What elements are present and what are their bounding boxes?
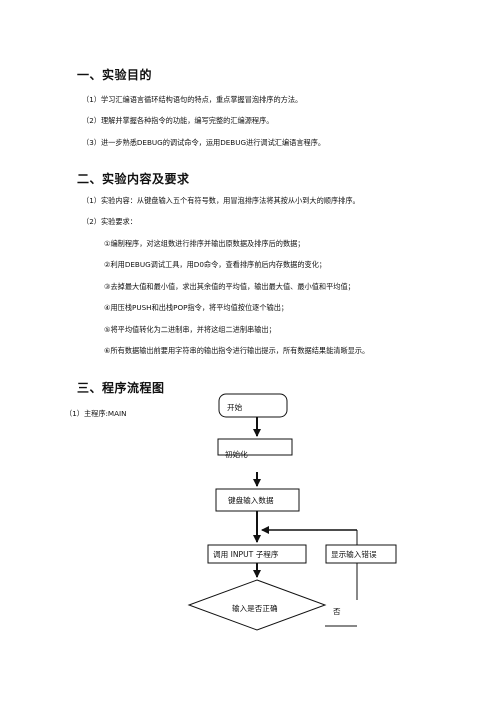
requirement-item-6: ⑥所有数据输出前要用字符串的输出指令进行输出提示，所有数据结果能清晰显示。 bbox=[104, 346, 370, 355]
init-label: 初始化 bbox=[225, 449, 248, 459]
requirement-item-2: ②利用DEBUG调试工具，用D0命令，查看排序前后内存数据的变化； bbox=[104, 260, 327, 269]
section1-heading: 一、实验目的 bbox=[77, 68, 153, 82]
show-error-box bbox=[325, 544, 397, 564]
keyboard-input-label: 键盘输入数据 bbox=[228, 495, 274, 505]
start-terminal bbox=[218, 393, 288, 418]
call-input-label: 调用 INPUT 子程序 bbox=[213, 549, 279, 559]
no-label: 否 bbox=[333, 607, 341, 616]
section3-heading: 三、程序流程图 bbox=[77, 381, 165, 395]
requirements-label: （2）实验要求： bbox=[82, 217, 137, 226]
objective-item-1: （1）学习汇编语言循环结构语句的特点，重点掌握冒泡排序的方法。 bbox=[82, 95, 303, 104]
section2-heading: 二、实验内容及要求 bbox=[77, 172, 190, 186]
main-program-label: （1）主程序:MAIN bbox=[65, 409, 127, 418]
requirement-item-3: ③去掉最大值和最小值，求出其余值的平均值，输出最大值、最小值和平均值； bbox=[104, 282, 355, 291]
objective-item-3: （3）进一步熟悉DEBUG的调试命令，运用DEBUG进行调试汇编语言程序。 bbox=[82, 138, 326, 147]
content-paragraph: （1）实验内容：从键盘输入五个有符号数，用冒泡排序法将其按从小到大的顺序排序。 bbox=[82, 196, 360, 205]
requirement-item-4: ④用压栈PUSH和出栈POP指令，将平均值按位逐个输出； bbox=[104, 303, 289, 312]
requirement-item-1: ①编制程序，对这组数进行排序并输出原数据及排序后的数据； bbox=[104, 239, 305, 248]
decision-label: 输入是否正确 bbox=[232, 603, 278, 613]
requirement-item-5: ⑤将平均值转化为二进制串，并将这组二进制串输出； bbox=[104, 325, 276, 334]
objective-item-2: （2）理解并掌握各种指令的功能，编写完整的汇编源程序。 bbox=[82, 116, 274, 125]
start-label: 开始 bbox=[227, 402, 243, 412]
show-error-label: 显示输入错误 bbox=[331, 549, 377, 559]
decision-diamond bbox=[187, 579, 327, 631]
init-box bbox=[217, 438, 293, 456]
